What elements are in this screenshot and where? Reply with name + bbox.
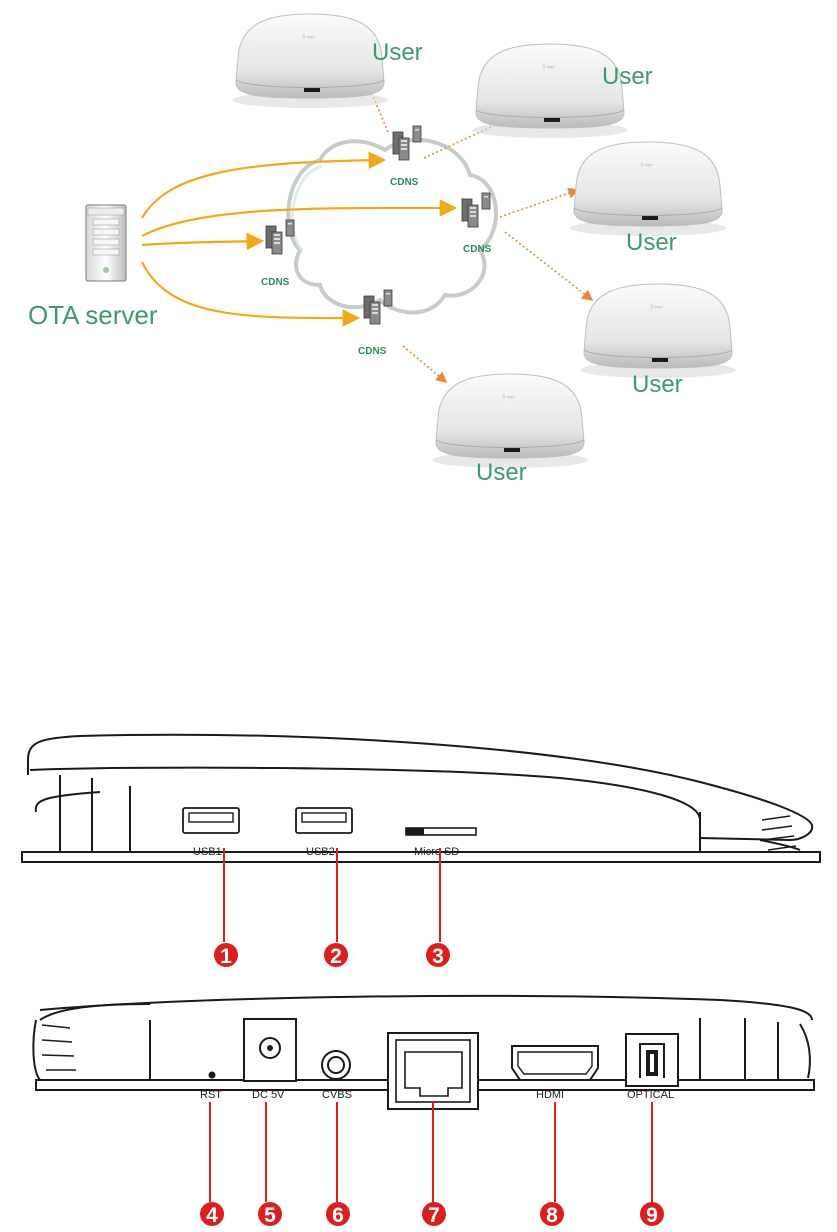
svg-text:User: User xyxy=(632,371,683,398)
badge-3: 3 xyxy=(426,943,450,968)
badge-4: 4 xyxy=(200,1202,224,1227)
ota-server-label: OTA server xyxy=(28,300,158,330)
svg-text:User: User xyxy=(602,63,653,90)
cdns-node-left: CDNS xyxy=(261,220,294,288)
usb2-port: USB2 xyxy=(296,808,352,858)
svg-text:HDMI: HDMI xyxy=(536,1089,564,1101)
svg-text:User: User xyxy=(372,39,423,66)
badge-2: 2 xyxy=(324,943,348,968)
svg-text:8: 8 xyxy=(546,1204,558,1227)
usb1-port: USB1 xyxy=(183,808,239,858)
cloud-outline xyxy=(288,140,496,313)
svg-text:User: User xyxy=(476,459,527,486)
svg-text:CDNS: CDNS xyxy=(463,244,492,255)
cvbs-port: CVBS xyxy=(322,1051,352,1101)
device-side-panel xyxy=(22,735,820,862)
user-box-3: User xyxy=(570,142,726,256)
badge-8: 8 xyxy=(540,1202,564,1227)
optical-port: OPTICAL xyxy=(626,1034,678,1101)
svg-text:Micro SD: Micro SD xyxy=(414,846,459,858)
badge-6: 6 xyxy=(326,1202,350,1227)
svg-text:2: 2 xyxy=(330,945,342,968)
svg-text:CVBS: CVBS xyxy=(322,1089,352,1101)
badge-1: 1 xyxy=(214,943,238,968)
user-box-2: User xyxy=(472,44,653,138)
svg-text:USB2: USB2 xyxy=(306,846,335,858)
user-box-1: User xyxy=(232,14,423,108)
user-box-5: User xyxy=(432,374,588,486)
svg-text:1: 1 xyxy=(220,945,232,968)
svg-text:7: 7 xyxy=(428,1204,440,1227)
badge-7: 7 xyxy=(422,1202,446,1227)
hdmi-port: HDMI xyxy=(512,1046,598,1101)
svg-text:9: 9 xyxy=(646,1204,658,1227)
svg-text:CDNS: CDNS xyxy=(390,177,419,188)
svg-text:USB1: USB1 xyxy=(193,846,222,858)
badge-5: 5 xyxy=(258,1202,282,1227)
svg-text:6: 6 xyxy=(332,1204,344,1227)
svg-text:User: User xyxy=(626,229,677,256)
back-leaders xyxy=(210,1102,652,1202)
svg-text:4: 4 xyxy=(206,1204,218,1227)
badge-9: 9 xyxy=(640,1202,664,1227)
svg-text:CDNS: CDNS xyxy=(261,277,290,288)
ethernet-port xyxy=(388,1033,478,1109)
svg-text:RST: RST xyxy=(200,1089,222,1101)
svg-text:5: 5 xyxy=(264,1204,276,1227)
svg-text:CDNS: CDNS xyxy=(358,346,387,357)
cdns-node-right: CDNS xyxy=(462,193,492,255)
user-box-4: User xyxy=(580,284,736,398)
cdns-node-top: CDNS xyxy=(390,126,421,188)
svg-text:DC 5V: DC 5V xyxy=(252,1089,285,1101)
cdns-node-bottom: CDNS xyxy=(358,290,392,357)
svg-text:3: 3 xyxy=(432,945,444,968)
ota-server-icon xyxy=(86,205,126,281)
svg-text:OPTICAL: OPTICAL xyxy=(627,1089,674,1101)
